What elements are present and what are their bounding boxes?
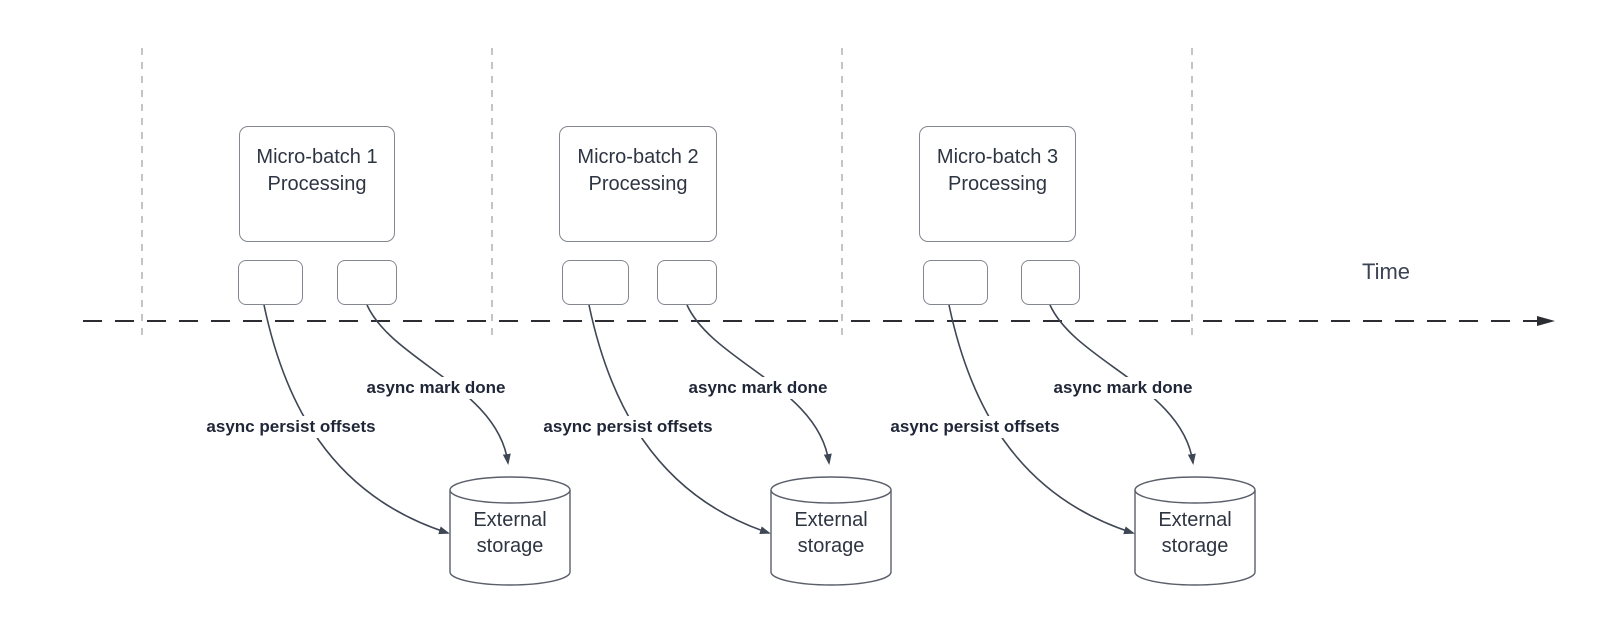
batch-2-offset-task-box: [562, 260, 629, 305]
micro-batch-3-title-line2: Processing: [948, 173, 1047, 195]
micro-batch-2-title-line1: Micro-batch 2: [577, 146, 699, 168]
persist-offsets-arrow-1: [263, 304, 450, 535]
external-storage-3-line1: External: [1158, 509, 1232, 531]
micro-batch-1-title-line1: Micro-batch 1: [256, 146, 378, 168]
micro-batch-1-title-line2: Processing: [267, 173, 367, 195]
batch-1-offset-task-box: [238, 260, 303, 305]
persist-offsets-arrow-2: [588, 304, 771, 534]
micro-batch-3-title-line1: Micro-batch 3: [936, 146, 1059, 168]
external-storage-1-line1: External: [473, 509, 547, 531]
external-storage-label-3: External storage: [1158, 507, 1231, 559]
batch-3-markdone-task-box: [1021, 260, 1080, 305]
batch-3-offset-task-box: [923, 260, 988, 305]
external-storage-label-2: External storage: [794, 507, 867, 559]
storage-cylinder-3: [1134, 476, 1256, 586]
micro-batch-2-processing-box: Micro-batch 2 Processing: [559, 126, 717, 242]
batch-1-persist-offsets-label: async persist offsets: [203, 416, 379, 438]
batch-2-persist-offsets-label: async persist offsets: [540, 416, 716, 438]
storage-cylinder-2: [770, 476, 892, 586]
batch-2-mark-done-label: async mark done: [685, 377, 831, 399]
persist-offsets-arrow-3: [948, 304, 1135, 535]
external-storage-label-1: External storage: [473, 507, 546, 559]
external-storage-2-line2: storage: [797, 535, 865, 557]
external-storage-2-line1: External: [794, 509, 868, 531]
time-axis-label: Time: [1361, 259, 1411, 284]
external-storage-3-line2: storage: [1161, 535, 1229, 557]
external-storage-1-line2: storage: [476, 535, 544, 557]
micro-batch-1-processing-box: Micro-batch 1 Processing: [239, 126, 395, 242]
micro-batch-3-processing-box: Micro-batch 3 Processing: [919, 126, 1076, 242]
batch-3-mark-done-label: async mark done: [1050, 377, 1196, 399]
batch-2-markdone-task-box: [657, 260, 717, 305]
batch-3-persist-offsets-label: async persist offsets: [887, 416, 1063, 438]
batch-1-mark-done-label: async mark done: [363, 377, 509, 399]
batch-1-markdone-task-box: [337, 260, 397, 305]
micro-batch-2-title-line2: Processing: [588, 173, 688, 195]
storage-cylinder-1: [449, 476, 571, 586]
